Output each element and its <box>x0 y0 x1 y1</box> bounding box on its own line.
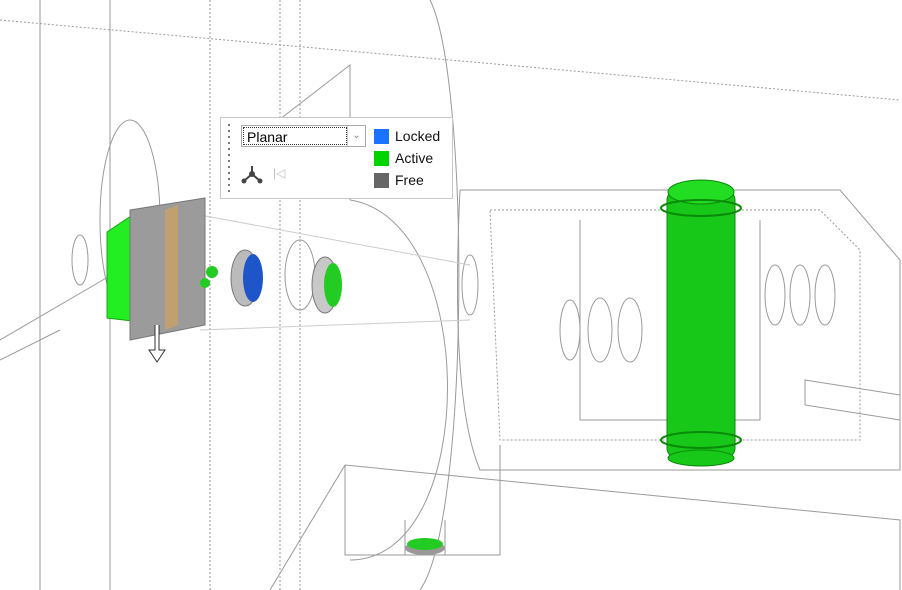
pin-component[interactable] <box>660 179 742 467</box>
locked-swatch <box>374 128 389 144</box>
selected-component[interactable] <box>106 197 206 363</box>
drag-arrow-icon[interactable] <box>148 325 166 363</box>
legend-locked: Locked <box>374 128 440 144</box>
dof-constraint-panel: Planar ⌄ |◁ Locked Active Free <box>220 117 453 199</box>
step-back-icon[interactable]: |◁ <box>273 166 286 180</box>
legend-free: Free <box>374 172 424 188</box>
free-swatch <box>374 172 389 188</box>
mode-select-value: Planar <box>243 127 347 145</box>
drag-handle[interactable] <box>228 124 230 192</box>
legend-label: Locked <box>395 128 441 144</box>
active-swatch <box>374 150 389 166</box>
legend-label: Active <box>395 150 434 166</box>
washer-green[interactable] <box>311 256 342 314</box>
washer-blue[interactable] <box>200 249 263 307</box>
chevron-down-icon[interactable]: ⌄ <box>347 126 365 146</box>
triad-icon[interactable] <box>241 164 263 184</box>
constraint-mode-select[interactable]: Planar ⌄ <box>241 125 366 147</box>
small-nut[interactable] <box>405 538 445 555</box>
legend-active: Active <box>374 150 433 166</box>
legend-label: Free <box>395 172 424 188</box>
